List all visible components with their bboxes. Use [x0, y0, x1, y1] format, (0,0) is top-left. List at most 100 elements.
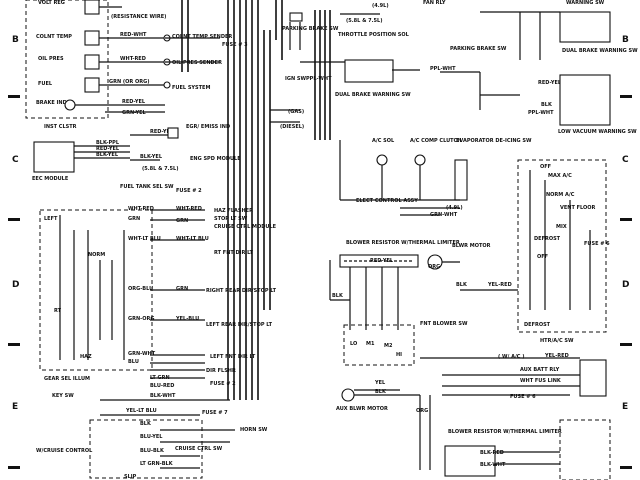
- gear-sel-illum-label: GEAR SEL ILLUM: [44, 376, 90, 382]
- edge-tick: [620, 466, 632, 469]
- w-red-yel-mid: RED-YEL: [96, 146, 120, 152]
- cruise-ctrl-module-label: CRUISE CTRL MODULE: [214, 224, 277, 230]
- fuel-label: FUEL: [38, 81, 53, 87]
- zone-label-d-right: D: [622, 280, 629, 290]
- fnt-blower-sw-label: FNT BLOWER SW: [420, 321, 468, 327]
- right-rear-dir-stop-lt-label: RIGHT REAR DIR/STOP LT: [206, 288, 277, 294]
- dual-brake-warning-sw-box: [344, 59, 394, 83]
- blwr-motor-label: BLWR MOTOR: [452, 243, 491, 249]
- w-blk-ppl: BLK-PPL: [96, 140, 120, 146]
- dual-brake-warning-sw-r-box: [559, 11, 611, 43]
- w-blk-wht: BLK-WHT: [150, 393, 176, 399]
- htr-off2-label: OFF: [537, 254, 548, 260]
- eng-spd-module-label: ENG SPD MODULE: [190, 156, 241, 162]
- brake-ind-lamp-icon: [64, 99, 76, 111]
- w-blk-yel-eng: BLK-YEL: [140, 154, 163, 160]
- haz-label: HAZ: [80, 354, 92, 360]
- evaporator-deicing-sw-label: EVAPORATOR DE-ICING SW: [456, 138, 532, 144]
- ppl-wht2-r-label: PPL-WHT: [528, 110, 554, 116]
- rear-blower-sw-outline: [559, 419, 611, 480]
- rt-fnt-dir-lt-label: RT FNT DIR LT: [214, 250, 253, 256]
- low-vacuum-warning-sw-label: LOW VACUUM WARNING SW: [558, 129, 637, 135]
- w-cruise-control-label: W/CRUISE CONTROL: [36, 448, 93, 454]
- w-blk-wht: BLK-WHT: [480, 462, 506, 468]
- norm-label: NORM: [88, 252, 105, 258]
- haz-flasher-label: HAZ FLASHER: [214, 208, 253, 214]
- edge-tick: [620, 343, 632, 346]
- eec-module-box: [33, 141, 75, 173]
- w-yel-blu: YEL-BLU: [175, 316, 199, 322]
- ac-comp-clutch-label: A/C COMP CLUTCH: [410, 138, 461, 144]
- zone-label-d: D: [12, 280, 19, 290]
- vent-floor-label: VENT FLOOR: [560, 205, 596, 211]
- zone-label-c-right: C: [622, 155, 629, 165]
- middle-egr-ac-area: EEC MODULE BLK-PPL RED-YEL BLK-YEL RED-Y…: [32, 124, 532, 218]
- horn-sw-label: HORN SW: [240, 427, 268, 433]
- zone-label-b-right: B: [622, 35, 629, 45]
- w-ac-label: ( W/ A/C ): [498, 354, 525, 360]
- low-vacuum-warning-sw-box: [559, 74, 611, 126]
- w-4-9l-mid: (4.9L): [446, 205, 463, 211]
- w-blu-red: BLU-RED: [150, 383, 174, 389]
- ppl-wht-r-label: PPL-WHT: [430, 66, 456, 72]
- w-grn-org-left: GRN-ORG: [128, 316, 154, 322]
- dual-brake-warning-sw-r-label: DUAL BRAKE WARNING SW: [562, 48, 638, 54]
- w-wht-red-right: WHT-RED: [176, 206, 202, 212]
- w-yel-lt-blu: YEL-LT BLU: [125, 408, 157, 414]
- slip-label: SLIP: [124, 474, 137, 480]
- eec-module-label: EEC MODULE: [32, 176, 69, 182]
- inst-cluster-title: INST CLSTR: [44, 124, 77, 130]
- fuel-gauge: [84, 77, 100, 93]
- edge-tick: [8, 218, 20, 221]
- w-grn-right: GRN: [176, 218, 188, 224]
- gas-label: (GAS): [288, 109, 304, 115]
- diesel-label: (DIESEL): [280, 124, 304, 130]
- w-blu-blk: BLU-BLK: [140, 448, 165, 454]
- instrument-cluster: VOLT REG (RESISTANCE WIRE) COLNT TEMP OI…: [25, 0, 248, 130]
- inst-cluster-outline: [25, 0, 109, 119]
- fuse-7-label: FUSE # 7: [202, 410, 228, 416]
- edge-tick: [620, 95, 632, 98]
- hi-label: HI: [396, 352, 402, 358]
- rt-label: RT: [54, 308, 62, 314]
- w-org-blu-left: ORG-BLU: [128, 286, 153, 292]
- fan-rly-label: FAN RLY: [423, 0, 446, 6]
- aux-batt-rly-box: [579, 359, 607, 397]
- ppl-wht-label: PPL-WHT: [306, 76, 332, 82]
- oil-pres-gauge: [84, 54, 100, 70]
- egr-emiss-ind-label: EGR/ EMISS IND: [186, 124, 230, 130]
- lo-label: LO: [350, 341, 357, 347]
- zone-label-e-right: E: [622, 402, 628, 412]
- evaporator-deicing-sw-box: [454, 159, 468, 201]
- w-blk-blower: BLK: [332, 293, 344, 299]
- max-ac-label: MAX A/C: [548, 173, 572, 179]
- w-grn-wht-mid: GRN-WHT: [430, 212, 458, 218]
- coolnt-temp-sender-label: COLNT TEMP SENDER: [172, 34, 232, 40]
- coolnt-temp-gauge: [84, 30, 100, 46]
- w-lt-grn-blk: LT GRN-BLK: [140, 461, 174, 467]
- w-lt-grn: LT GRN: [150, 375, 170, 381]
- parking-brake-sw-r-label: PARKING BRAKE SW: [450, 46, 507, 52]
- w-yel-aux: YEL: [374, 380, 386, 386]
- htr-ac-sw-title: HTR/A/C SW: [540, 338, 574, 344]
- fuse-2b-label: FUSE # 2: [210, 381, 236, 387]
- w-red-yel-egr: RED-YEL: [150, 129, 174, 135]
- volt-reg-label: VOLT REG: [38, 0, 65, 6]
- warning-sw-label: WARNING SW: [566, 0, 605, 6]
- w-org-aux: ORG: [416, 408, 428, 414]
- ac-sol-icon: [376, 154, 388, 166]
- w-grn-left: GRN: [128, 216, 140, 222]
- coolnt-temp-label: COLNT TEMP: [36, 34, 72, 40]
- brake-ind-label: BRAKE IND: [36, 100, 67, 106]
- elect-control-assy-label: ELECT CONTROL ASSY: [356, 198, 418, 204]
- ac-comp-clutch-icon: [414, 154, 426, 166]
- w-wht-lt-blu-right: WHT-LT BLU: [176, 236, 209, 242]
- w-blu-yel: BLU-YEL: [140, 434, 163, 440]
- zone-label-c: C: [12, 155, 19, 165]
- edge-tick: [620, 218, 632, 221]
- w-yel-red-htr: YEL-RED: [487, 282, 512, 288]
- wire-grn-yel: GRN-YEL: [122, 110, 147, 116]
- edge-tick: [8, 466, 20, 469]
- stop-lt-sw-label: STOP LT SW: [214, 216, 248, 222]
- w-grn-right2: GRN: [176, 286, 188, 292]
